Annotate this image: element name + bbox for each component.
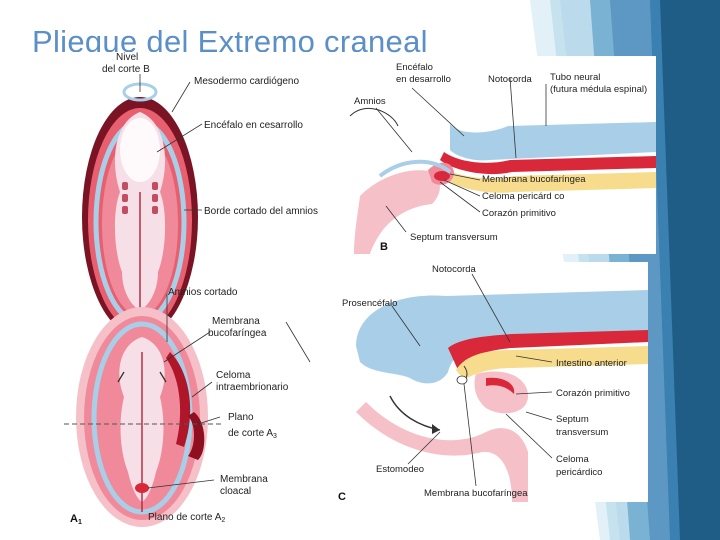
embryo-bottom-view: [64, 307, 222, 527]
sagittal-section-b: Encéfalo en desarrollo Notocorda Tubo ne…: [340, 56, 656, 254]
label-coelom-1: Celoma: [216, 370, 251, 381]
label-c-bucco: Membrana bucofaríngea: [424, 488, 528, 499]
label-cloacal-1: Membrana: [220, 474, 268, 485]
label-panel-a1: A1: [70, 513, 82, 526]
section-c-tissues: [356, 290, 648, 502]
label-b-neural-tube-2: (futura médula espinal): [550, 84, 647, 95]
label-level-2: del corte B: [102, 64, 150, 75]
label-c-heart: Corazón primitivo: [556, 388, 630, 399]
section-b-tissues: [349, 107, 656, 254]
label-brain: Encéfalo en cesarrollo: [204, 120, 303, 131]
label-plane-a2: Plano de corte A2: [148, 512, 225, 524]
label-c-foregut: Intestino anterior: [556, 358, 627, 369]
label-amnion-cut: Amnios cortado: [168, 287, 238, 298]
label-bucco-2: bucofaríngea: [208, 328, 267, 339]
label-c-septum-1: Septum: [556, 414, 589, 425]
label-b-notochord: Notocorda: [488, 74, 533, 85]
label-amnion-edge: Borde cortado del amnios: [204, 206, 318, 217]
label-cloacal-2: cloacal: [220, 486, 251, 497]
label-level-1: Nivel: [116, 52, 138, 63]
label-c-notochord: Notocorda: [432, 264, 477, 275]
sagittal-section-c: Notocorda Prosencéfalo Intestino anterio…: [336, 262, 648, 503]
label-cardiogenic: Mesodermo cardiógeno: [194, 76, 299, 87]
label-b-brain-2: en desarrollo: [396, 74, 451, 85]
label-c-prosencephalon: Prosencéfalo: [342, 298, 397, 309]
label-b-septum: Septum transversum: [410, 232, 498, 243]
label-b-bucco: Membrana bucofaríngea: [482, 174, 586, 185]
label-coelom-2: intraembrionario: [216, 382, 289, 393]
label-c-septum-2: transversum: [556, 427, 608, 438]
embryo-top-view: [82, 82, 198, 337]
label-c-coelom-1: Celoma: [556, 454, 589, 465]
label-c-coelom-2: pericárdico: [556, 467, 602, 478]
label-c-stomodeum: Estomodeo: [376, 464, 424, 475]
label-panel-c: C: [338, 491, 346, 502]
label-b-brain-1: Encéfalo: [396, 62, 433, 73]
label-b-neural-tube-1: Tubo neural: [550, 72, 600, 83]
label-b-heart: Corazón primitivo: [482, 208, 556, 219]
embryo-dorsal-figure: Nivel del corte B Mesodermo cardiógeno E…: [62, 52, 362, 532]
section-c-svg: Notocorda Prosencéfalo Intestino anterio…: [338, 264, 648, 503]
label-b-coelom: Celoma pericárd co: [482, 191, 564, 202]
label-b-amnion: Amnios: [354, 96, 386, 107]
label-panel-b: B: [380, 241, 388, 253]
label-bucco-1: Membrana: [212, 316, 260, 327]
embryo-dorsal-svg: Nivel del corte B Mesodermo cardiógeno E…: [64, 52, 318, 527]
label-plane-a3-1: Plano: [228, 412, 254, 423]
label-plane-a3-2: de corte A3: [228, 428, 277, 440]
section-b-svg: Encéfalo en desarrollo Notocorda Tubo ne…: [349, 62, 656, 254]
